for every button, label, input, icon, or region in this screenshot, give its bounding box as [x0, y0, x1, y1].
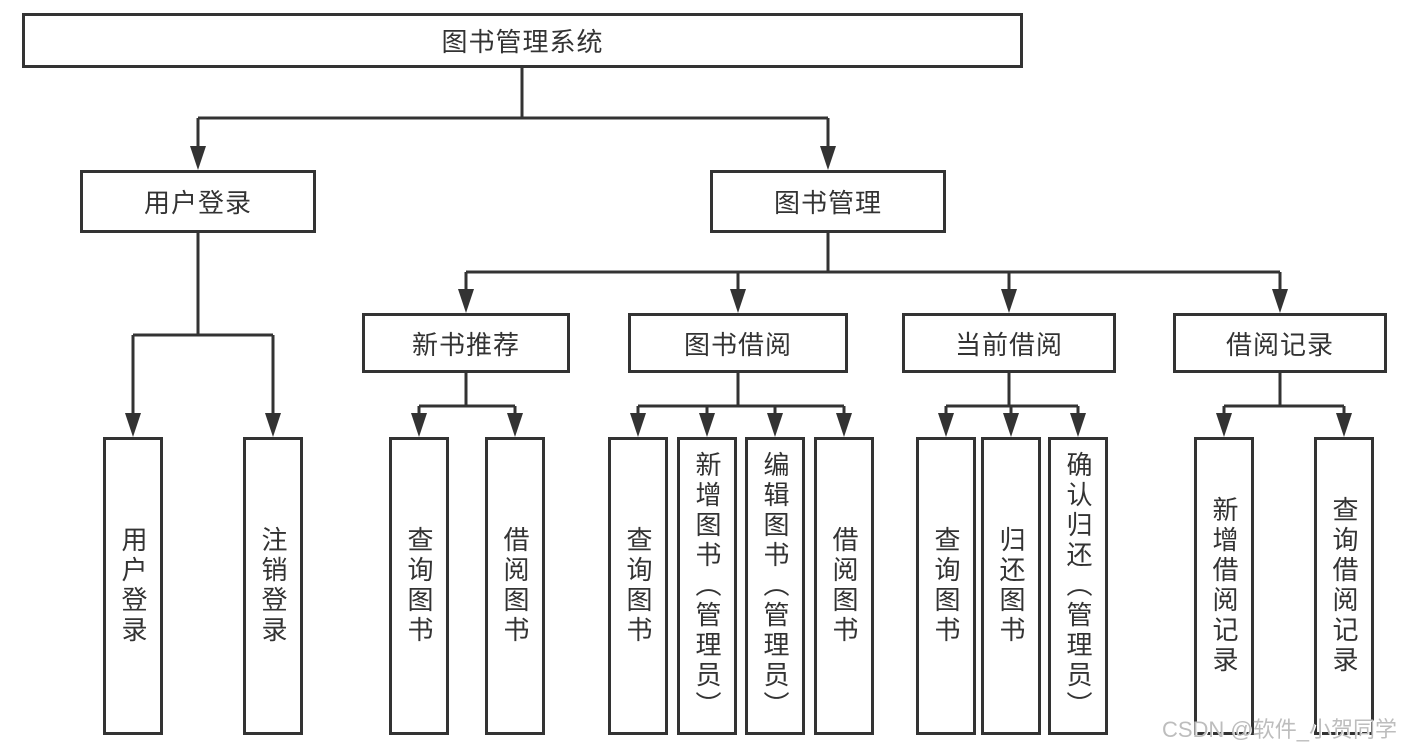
arrowhead-leaf-add-books: [699, 413, 715, 437]
node-label: 图书管理系统: [441, 27, 604, 57]
arrowhead-leaf-logout: [265, 413, 281, 437]
leaf-query-books-1: 查询图书: [389, 437, 449, 735]
node-label: 用户登录: [143, 188, 252, 218]
leaf-query-books-3: 查询图书: [916, 437, 976, 735]
arrowhead-leaf-return-books: [1003, 413, 1019, 437]
arrowhead-book-borrowing: [730, 289, 746, 313]
leaf-label: 查询借阅记录: [1329, 496, 1359, 676]
connector-user-login-children: [131, 233, 275, 415]
leaf-label: 新增图书（管理员）: [692, 451, 722, 721]
arrowhead-leaf-add-borrow-record: [1216, 413, 1232, 437]
node-label: 图书管理: [773, 188, 882, 218]
leaf-borrow-books-1: 借阅图书: [485, 437, 545, 735]
csdn-watermark: CSDN @软件_小贺同学: [1161, 717, 1397, 742]
node-label: 当前借阅: [954, 329, 1063, 360]
arrowhead-borrow-records: [1272, 289, 1288, 313]
node-library-system: 图书管理系统: [22, 13, 1023, 68]
connector-borrow-records-children: [1222, 373, 1346, 415]
arrowhead-leaf-user-login: [125, 413, 141, 437]
leaf-label: 新增借阅记录: [1209, 496, 1239, 676]
leaf-logout: 注销登录: [243, 437, 303, 735]
connector-new-book-recommend-children: [417, 373, 517, 415]
leaf-return-books: 归还图书: [981, 437, 1041, 735]
leaf-label: 借阅图书: [500, 526, 530, 646]
leaf-label: 编辑图书（管理员）: [760, 451, 790, 721]
connector-book-management-children: [464, 233, 1282, 291]
leaf-add-books-admin: 新增图书（管理员）: [677, 437, 737, 735]
leaf-label: 借阅图书: [829, 526, 859, 646]
arrowhead-book-management: [820, 146, 836, 170]
leaf-label: 注销登录: [258, 526, 288, 646]
node-label: 新书推荐: [411, 329, 520, 360]
arrowhead-leaf-borrow-books-2: [836, 413, 852, 437]
leaf-confirm-return-admin: 确认归还（管理员）: [1048, 437, 1108, 735]
node-book-borrowing: 图书借阅: [628, 313, 848, 373]
leaf-label: 用户登录: [118, 526, 148, 646]
leaf-label: 查询图书: [931, 526, 961, 646]
arrowhead-new-book-recommend: [458, 289, 474, 313]
node-borrow-records: 借阅记录: [1173, 313, 1387, 373]
arrowhead-leaf-borrow-books-1: [507, 413, 523, 437]
leaf-user-login: 用户登录: [103, 437, 163, 735]
arrowhead-leaf-query-books-3: [938, 413, 954, 437]
leaf-label: 查询图书: [404, 526, 434, 646]
arrowhead-leaf-query-books-1: [411, 413, 427, 437]
leaf-label: 查询图书: [623, 526, 653, 646]
leaf-query-borrow-record: 查询借阅记录: [1314, 437, 1374, 735]
node-label: 借阅记录: [1225, 329, 1334, 360]
arrowhead-current-borrowing: [1001, 289, 1017, 313]
node-current-borrowing: 当前借阅: [902, 313, 1116, 373]
leaf-borrow-books-2: 借阅图书: [814, 437, 874, 735]
connector-book-borrowing-children: [636, 373, 846, 415]
leaf-query-books-2: 查询图书: [608, 437, 668, 735]
node-label: 图书借阅: [683, 329, 792, 360]
arrowhead-leaf-confirm-return: [1070, 413, 1086, 437]
connector-current-borrowing-children: [944, 373, 1080, 415]
arrowhead-user-login: [190, 146, 206, 170]
leaf-edit-books-admin: 编辑图书（管理员）: [745, 437, 805, 735]
arrowhead-leaf-edit-books: [767, 413, 783, 437]
connector-root-to-level2: [196, 68, 830, 148]
node-user-login: 用户登录: [80, 170, 316, 233]
leaf-label: 确认归还（管理员）: [1063, 451, 1093, 721]
node-new-book-recommend: 新书推荐: [362, 313, 570, 373]
node-book-management: 图书管理: [710, 170, 946, 233]
leaf-add-borrow-record: 新增借阅记录: [1194, 437, 1254, 735]
arrowhead-leaf-query-books-2: [630, 413, 646, 437]
arrowhead-leaf-query-borrow-record: [1336, 413, 1352, 437]
leaf-label: 归还图书: [996, 526, 1026, 646]
